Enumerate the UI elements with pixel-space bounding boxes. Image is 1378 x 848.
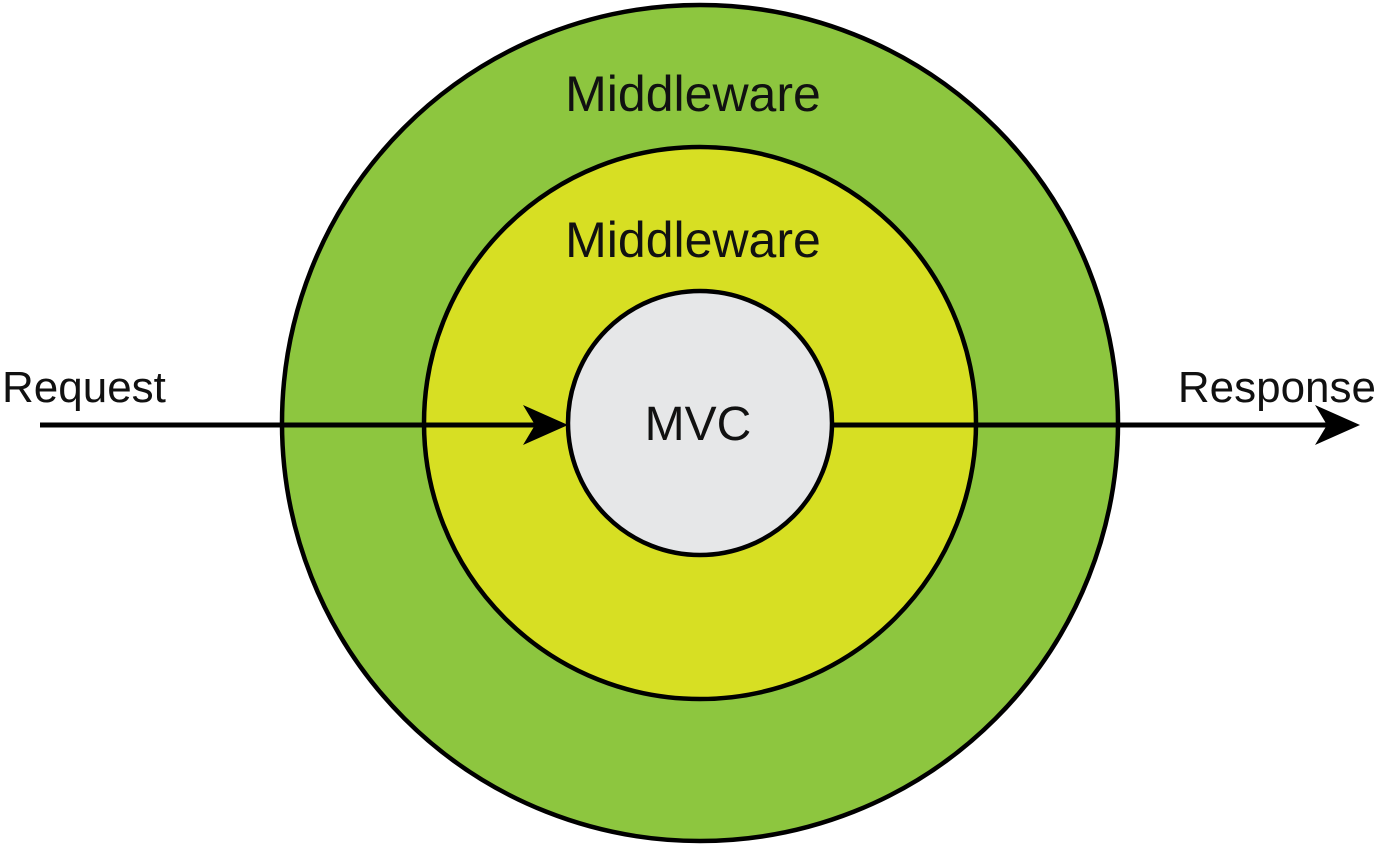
request-label: Request	[2, 363, 166, 412]
mvc-label: MVC	[645, 398, 752, 451]
outer-middleware-label: Middleware	[565, 66, 821, 122]
inner-middleware-label: Middleware	[565, 212, 821, 268]
mvc-core-circle	[565, 288, 835, 558]
request-arrow	[40, 405, 568, 445]
response-label: Response	[1178, 363, 1376, 412]
response-arrowhead-icon	[1315, 405, 1360, 445]
response-arrow	[833, 405, 1360, 445]
request-arrowhead-icon	[523, 405, 568, 445]
